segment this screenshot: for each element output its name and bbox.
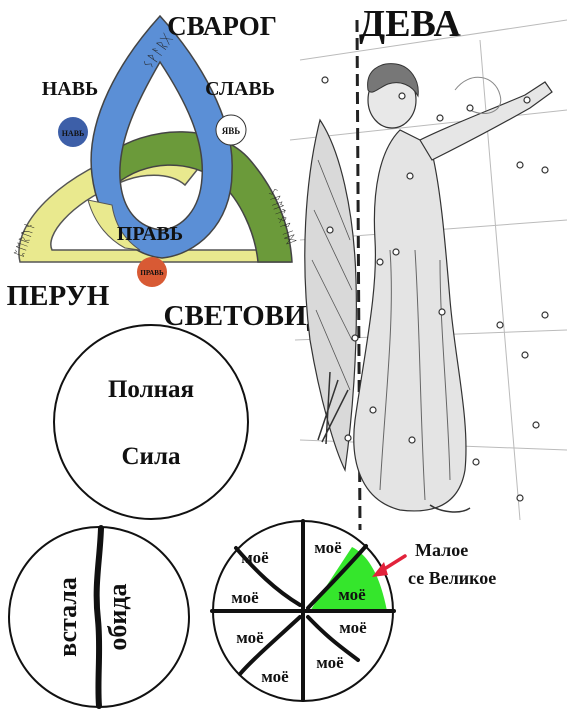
badge-nav-label: НАВЬ bbox=[62, 129, 85, 138]
sector-word: моё bbox=[338, 585, 366, 604]
split-line bbox=[93, 525, 104, 709]
constellation-title: ДЕВА bbox=[359, 3, 461, 45]
label-perun: ПЕРУН bbox=[7, 280, 110, 312]
full-power-line1: Полная bbox=[108, 376, 194, 403]
sector-word: моё bbox=[314, 538, 342, 557]
callout-text-line2: се Великое bbox=[408, 568, 496, 588]
badge-prav-label: ПРАВЬ bbox=[140, 269, 164, 277]
label-slav: СЛАВЬ bbox=[205, 78, 275, 100]
highlight-sector bbox=[310, 547, 387, 611]
figure-robe bbox=[353, 129, 467, 512]
circle-full-power: Полная Сила bbox=[53, 324, 249, 520]
sector-word: моё bbox=[231, 588, 259, 607]
sector-word: моё bbox=[236, 628, 264, 647]
virgo-illustration: ДЕВА bbox=[289, 3, 567, 531]
stars bbox=[321, 76, 549, 502]
badge-slav bbox=[215, 114, 247, 146]
sector-word: моё bbox=[316, 653, 344, 672]
sector-word: моё bbox=[241, 548, 269, 567]
wing-left bbox=[304, 118, 357, 472]
full-power-line2: Сила bbox=[122, 443, 181, 470]
label-nav: НАВЬ bbox=[42, 78, 99, 100]
split-left-text: встала bbox=[53, 577, 82, 657]
figure-arm bbox=[419, 81, 553, 161]
callout-text: Малое bbox=[415, 540, 468, 560]
figure-hair bbox=[367, 63, 419, 98]
label-svetovid: СВЕТОВИД bbox=[164, 300, 327, 332]
circle-split: встала обида bbox=[8, 525, 190, 709]
split-right-text: обида bbox=[103, 583, 132, 650]
badge-slav-label: ЯВЬ bbox=[222, 126, 241, 136]
label-svarog: СВАРОГ bbox=[167, 11, 277, 41]
blue-teardrop bbox=[90, 14, 233, 259]
label-prav: ПРАВЬ bbox=[117, 223, 183, 245]
callout-arrowhead bbox=[372, 562, 388, 577]
badge-nav bbox=[58, 117, 88, 147]
sector-word: моё bbox=[261, 667, 289, 686]
sector-word: моё bbox=[339, 618, 367, 637]
circle-mine: моё моё моё моё моё моё моё моё Малое се… bbox=[210, 519, 496, 702]
triquetra: ᛊᚹᚨᚱᚷ ᛈᛖᚱᚢᚾ ᛊᚹᛖᛏᛟᚹᛁᛞ НАВЬ ЯВЬ ПРАВЬ СВАР… bbox=[7, 11, 327, 332]
sector-words: моё моё моё моё моё моё моё моё bbox=[231, 538, 367, 686]
full-power-circle bbox=[53, 324, 249, 520]
wheat-sheaf bbox=[317, 371, 349, 445]
yellow-arc bbox=[18, 144, 292, 263]
badge-prav bbox=[137, 257, 167, 287]
